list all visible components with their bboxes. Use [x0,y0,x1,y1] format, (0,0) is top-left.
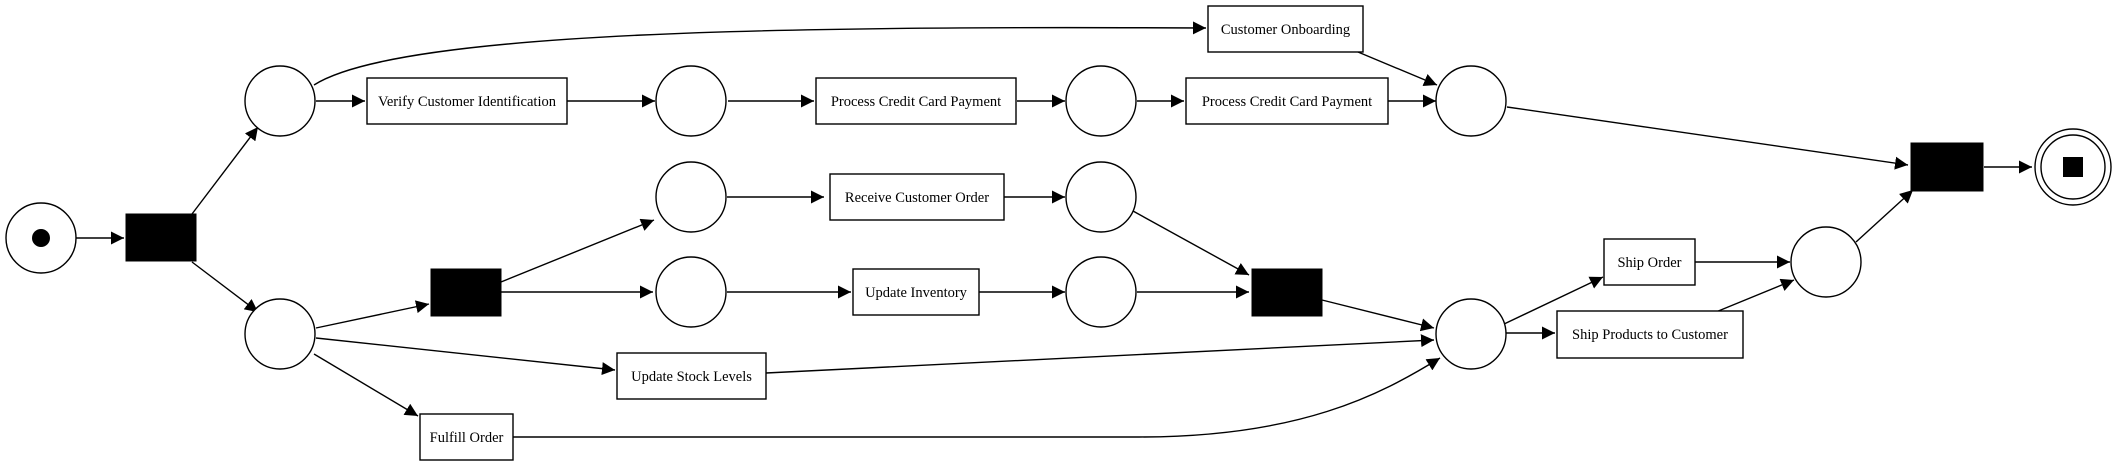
task-label: Ship Order [1617,255,1681,271]
arc [313,353,419,417]
place [655,161,727,233]
silent-transition [1910,142,1984,192]
arc [1506,106,1909,170]
arc [500,218,655,283]
place [1065,161,1137,233]
start-token [32,229,50,247]
arc [1710,278,1795,315]
task-label: Verify Customer Identification [378,94,557,110]
arc [1855,189,1914,243]
place [1435,298,1507,370]
silent-transition [1251,268,1323,317]
arc [191,261,259,313]
task-label: Update Stock Levels [631,369,752,385]
task-update-stock-levels: Update Stock Levels [616,352,767,400]
task-receive-customer-order: Receive Customer Order [829,173,1005,221]
arc [313,21,1207,86]
arc [1321,299,1435,332]
arc [765,334,1435,374]
task-verify-customer-identification: Verify Customer Identification [366,77,568,125]
arcs [76,21,2032,438]
place [655,256,727,328]
task-label: Fulfill Order [430,430,504,446]
task-label: Receive Customer Order [845,190,989,206]
task-label: Process Credit Card Payment [1202,94,1372,110]
arc [1132,210,1250,276]
end-place-inner-ring [2040,134,2106,200]
task-ship-products-to-customer: Ship Products to Customer [1556,310,1744,359]
places [5,65,2112,370]
task-process-credit-card-payment: Process Credit Card Payment [815,77,1017,125]
place [244,298,316,370]
silent-transition [430,268,502,317]
task-label: Update Inventory [865,285,968,301]
end-token [2063,157,2083,177]
place [655,65,727,137]
place [1065,256,1137,328]
silent-transitions [125,142,1984,317]
place [1065,65,1137,137]
task-fulfill-order: Fulfill Order [419,413,514,461]
task-customer-onboarding: Customer Onboarding [1207,5,1364,53]
task-process-credit-card-payment: Process Credit Card Payment [1185,77,1389,125]
arc [513,357,1441,438]
arc [315,300,430,329]
arc [315,337,616,376]
task-label: Customer Onboarding [1221,22,1350,38]
arc [1357,51,1438,86]
place [1435,65,1507,137]
arc [191,126,259,215]
task-label: Ship Products to Customer [1572,327,1728,343]
place [244,65,316,137]
silent-transition [125,213,197,262]
task-ship-order: Ship Order [1603,238,1696,286]
task-update-inventory: Update Inventory [852,268,980,316]
place [1790,226,1862,298]
tasks: Customer Onboarding Verify Customer Iden… [366,5,1744,461]
task-label: Process Credit Card Payment [831,94,1001,110]
arc [1501,276,1604,326]
